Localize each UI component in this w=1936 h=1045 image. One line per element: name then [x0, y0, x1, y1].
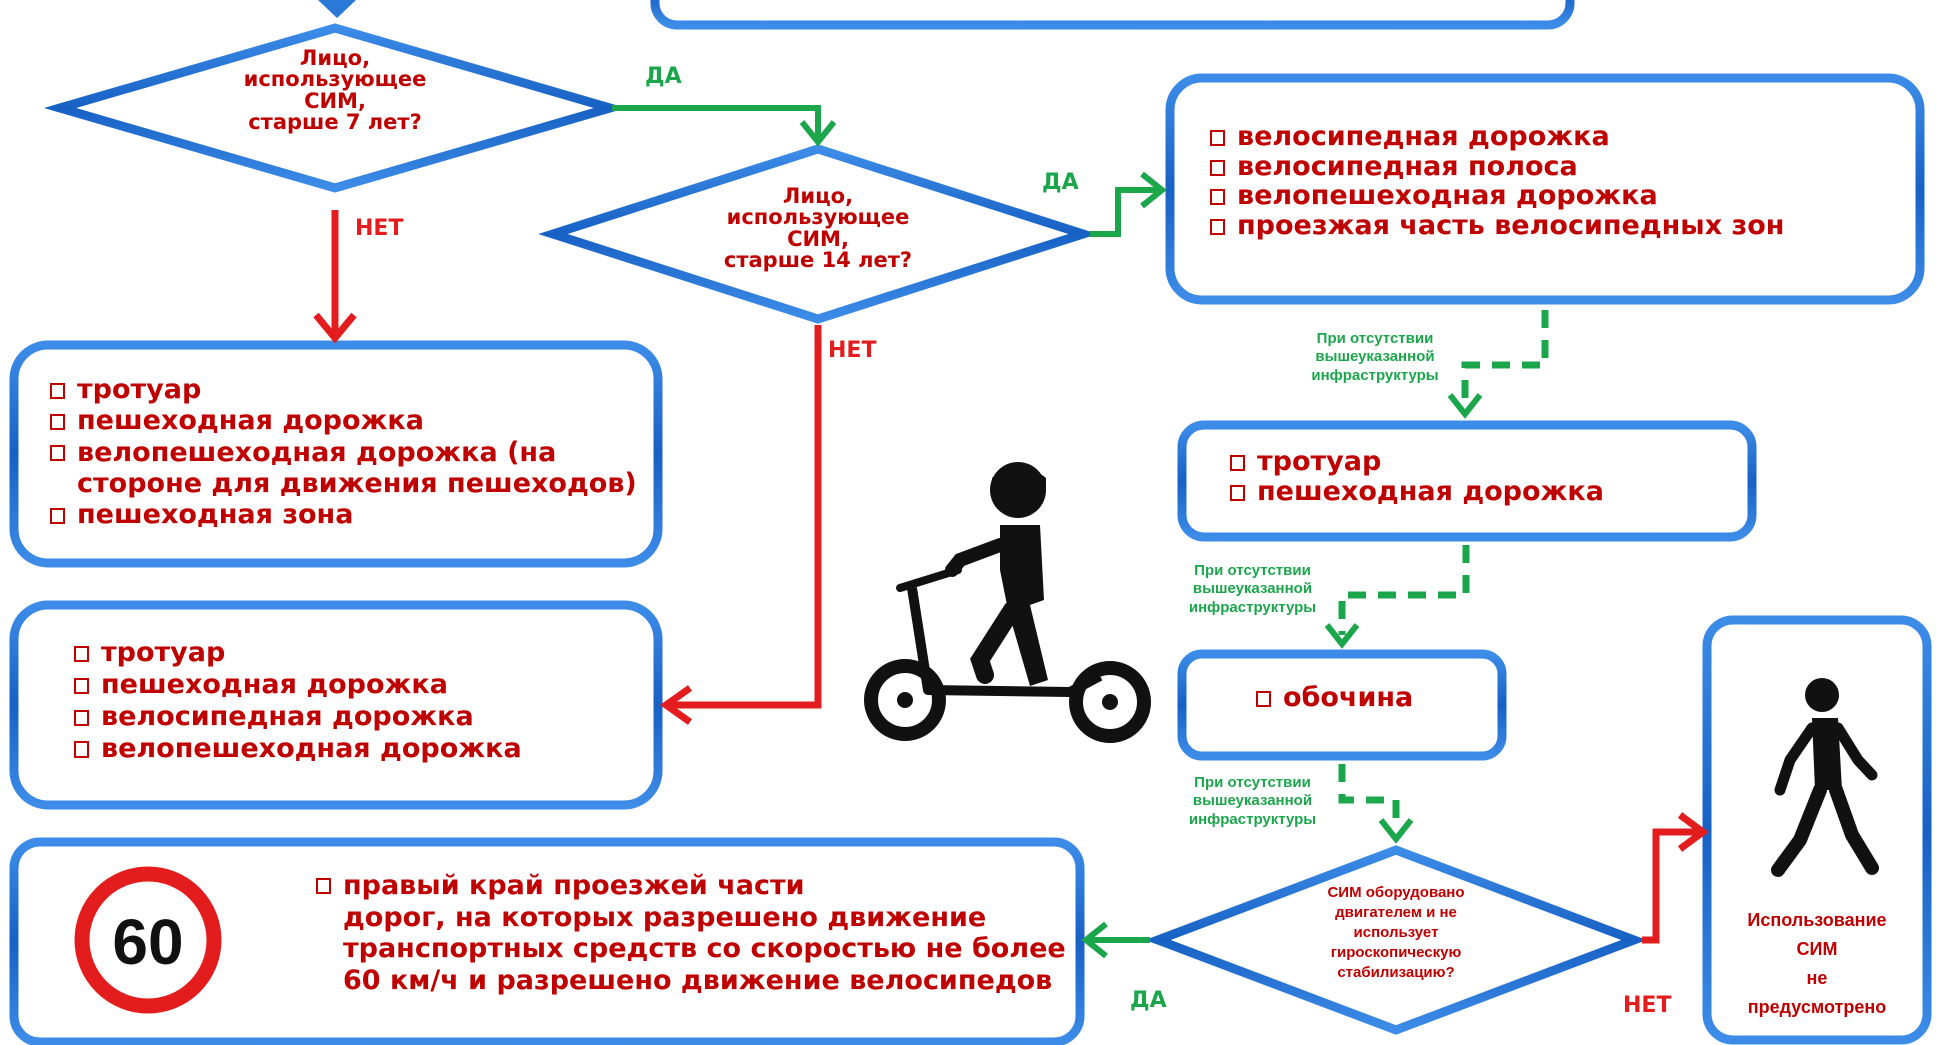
- list-item: пешеходная дорожка: [50, 405, 637, 436]
- dashed-arrow-1-head: [1447, 393, 1483, 419]
- decision-age7-text: Лицо, использующее СИМ, старше 7 лет?: [243, 46, 427, 135]
- box-under7: [9, 340, 663, 568]
- dashed-arrow-2: [1338, 545, 1470, 635]
- speed-limit-sign-icon: [74, 866, 222, 1014]
- box-bike-infra: [1165, 73, 1925, 305]
- no-arrow-motor: [1642, 812, 1709, 944]
- dashed-arrow-1: [1461, 310, 1549, 405]
- list-sidewalk-after-bike: тротуар пешеходная дорожка: [1230, 447, 1604, 506]
- list-item: пешеходная дорожка: [74, 669, 522, 701]
- list-item: тротуар: [1230, 447, 1604, 477]
- list-item: обочина: [1256, 683, 1413, 713]
- list-item: проезжая часть велосипедных зон: [1210, 211, 1784, 241]
- yes-arrow-motor: [1081, 921, 1150, 959]
- note-absent-infra-3: При отсутствии вышеуказанной инфраструкт…: [1188, 774, 1317, 828]
- yes-label-age7: ДА: [645, 64, 682, 89]
- list-age7-14: тротуар пешеходная дорожка велосипедная …: [74, 637, 522, 764]
- box-not-allowed: [1702, 615, 1932, 1045]
- top-partial-box: [650, 0, 1575, 30]
- list-bike-infra: велосипедная дорожка велосипедная полоса…: [1210, 122, 1784, 241]
- list-item: велосипедная дорожка: [74, 701, 522, 733]
- list-item: велосипедная дорожка: [1210, 122, 1784, 152]
- box-sidewalk-after-bike: [1177, 420, 1757, 542]
- speed-limit-value: 60: [112, 906, 184, 978]
- list-item: велопешеходная дорожка: [1210, 181, 1784, 211]
- yes-label-motor: ДА: [1130, 988, 1167, 1013]
- box-shoulder: [1177, 649, 1507, 761]
- decision-motor-shape: [1145, 845, 1647, 1035]
- not-allowed-text: Использование СИМ не предусмотрено: [1747, 910, 1887, 1018]
- decision-age14-shape: [538, 144, 1098, 324]
- list-item: правый край проезжей части дорог, на кот…: [316, 870, 1066, 996]
- dashed-arrow-3: [1338, 764, 1400, 830]
- no-label-age7: НЕТ: [355, 216, 404, 241]
- yes-arrow-age14: [1090, 171, 1167, 237]
- note-absent-infra-2: При отсутствии вышеуказанной инфраструкт…: [1188, 562, 1317, 616]
- list-item: тротуар: [50, 374, 637, 405]
- list-item: велопешеходная дорожка: [74, 733, 522, 765]
- scooter-rider-icon: [864, 462, 1151, 743]
- list-under7: тротуар пешеходная дорожка велопешеходна…: [50, 374, 637, 531]
- no-label-motor: НЕТ: [1623, 993, 1672, 1018]
- list-road-edge: правый край проезжей части дорог, на кот…: [316, 870, 1066, 996]
- yes-arrow-age7: [612, 105, 837, 147]
- no-label-age14: НЕТ: [828, 338, 877, 363]
- no-arrow-age14: [659, 325, 822, 725]
- list-item: тротуар: [74, 637, 522, 669]
- no-arrow-age7: [313, 210, 357, 344]
- decision-motor-text: СИМ оборудовано двигателем и не использу…: [1327, 884, 1465, 981]
- list-item: пешеходная дорожка: [1230, 476, 1604, 507]
- box-road-edge: [9, 837, 1085, 1045]
- decision-age7-shape: [43, 23, 627, 193]
- dashed-arrow-2-head: [1324, 623, 1360, 649]
- list-item: пешеходная зона: [50, 499, 637, 530]
- dashed-arrow-3-head: [1378, 818, 1414, 844]
- pedestrian-icon: [1771, 678, 1879, 877]
- decision-age14-text: Лицо, использующее СИМ, старше 14 лет?: [723, 184, 913, 273]
- list-shoulder: обочина: [1256, 683, 1413, 713]
- box-age7-14: [9, 600, 663, 810]
- note-absent-infra-1: При отсутствии вышеуказанной инфраструкт…: [1311, 330, 1439, 384]
- list-item: велопешеходная дорожка (на стороне для д…: [50, 437, 637, 500]
- list-item: велосипедная полоса: [1210, 151, 1784, 182]
- incoming-arrow-tip: [318, 0, 356, 18]
- yes-label-age14: ДА: [1042, 170, 1079, 195]
